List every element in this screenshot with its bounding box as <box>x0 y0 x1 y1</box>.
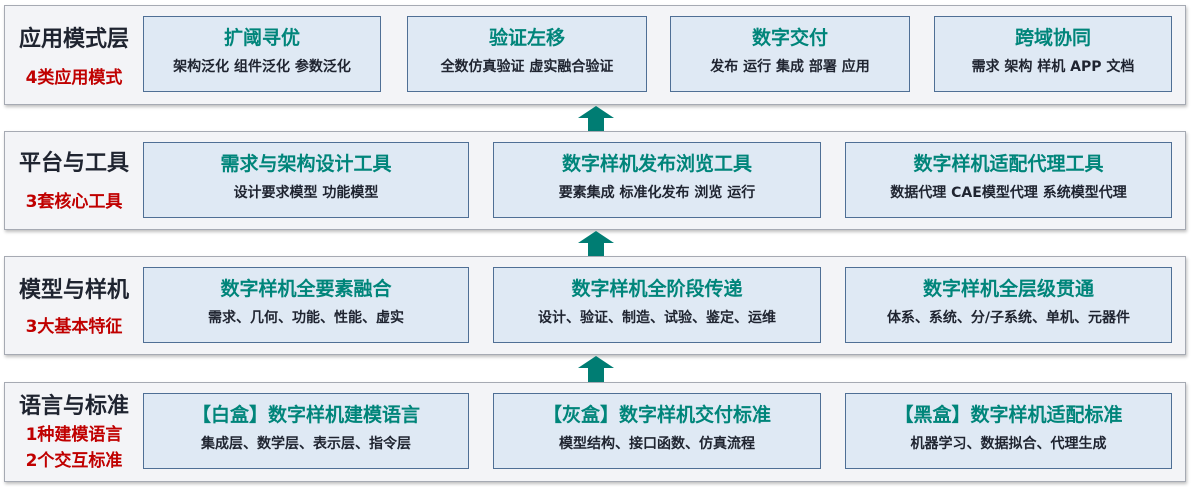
box-subtitle: 设计、验证、制造、试验、鉴定、运维 <box>538 310 776 326</box>
box-subtitle: 体系、系统、分/子系统、单机、元器件 <box>886 310 1131 326</box>
box-title: 跨域协同 <box>1014 27 1091 49</box>
layer-title: 模型与样机 <box>18 278 129 303</box>
up-arrow-icon <box>578 231 614 257</box>
layer-platform-tools: 平台与工具 3套核心工具 需求与架构设计工具 设计要求模型 功能模型 数字样机发… <box>4 131 1186 230</box>
box-standard-1: 【白盒】数字样机建模语言 集成层、数学层、表示层、指令层 <box>143 393 469 469</box>
box-title: 数字样机全阶段传递 <box>571 278 743 300</box>
box-subtitle: 需求 架构 样机 APP 文档 <box>971 59 1135 75</box>
layer-title: 应用模式层 <box>18 27 129 52</box>
box-tool-2: 数字样机发布浏览工具 要素集成 标准化发布 浏览 运行 <box>493 142 821 218</box>
box-title: 验证左移 <box>488 27 565 49</box>
layer-subtitle: 4类应用模式 <box>25 68 123 88</box>
box-title: 数字样机发布浏览工具 <box>561 153 752 175</box>
box-tool-3: 数字样机适配代理工具 数据代理 CAE模型代理 系统模型代理 <box>845 142 1172 218</box>
up-arrow-icon <box>578 106 614 132</box>
box-subtitle: 要素集成 标准化发布 浏览 运行 <box>558 185 756 201</box>
box-title: 数字样机全要素融合 <box>220 278 392 300</box>
box-standard-3: 【黑盒】数字样机适配标准 机器学习、数据拟合、代理生成 <box>845 393 1172 469</box>
layer-application: 应用模式层 4类应用模式 扩阈寻优 架构泛化 组件泛化 参数泛化 验证左移 全数… <box>4 5 1186 105</box>
box-standard-2: 【灰盒】数字样机交付标准 模型结构、接口函数、仿真流程 <box>493 393 821 469</box>
box-title: 数字样机适配代理工具 <box>913 153 1104 175</box>
layer-title: 平台与工具 <box>18 151 129 176</box>
box-subtitle: 设计要求模型 功能模型 <box>233 185 379 201</box>
box-subtitle: 模型结构、接口函数、仿真流程 <box>559 436 755 452</box>
box-feature-3: 数字样机全层级贯通 体系、系统、分/子系统、单机、元器件 <box>845 267 1172 343</box>
up-arrow-icon <box>578 356 614 382</box>
box-app-mode-2: 验证左移 全数仿真验证 虚实融合验证 <box>407 16 647 92</box>
box-tool-1: 需求与架构设计工具 设计要求模型 功能模型 <box>143 142 469 218</box>
box-subtitle: 数据代理 CAE模型代理 系统模型代理 <box>890 185 1127 201</box>
box-feature-1: 数字样机全要素融合 需求、几何、功能、性能、虚实 <box>143 267 469 343</box>
box-title: 需求与架构设计工具 <box>220 153 392 175</box>
box-subtitle: 发布 运行 集成 部署 应用 <box>710 59 870 75</box>
layer-subtitle: 1种建模语言 <box>25 425 123 445</box>
layer-language-standards: 语言与标准 1种建模语言 2个交互标准 【白盒】数字样机建模语言 集成层、数学层… <box>4 382 1186 482</box>
box-title: 【灰盒】数字样机交付标准 <box>542 404 771 426</box>
layer-subtitle: 3大基本特征 <box>25 317 123 337</box>
layer-model-prototype: 模型与样机 3大基本特征 数字样机全要素融合 需求、几何、功能、性能、虚实 数字… <box>4 256 1186 355</box>
box-title: 数字样机全层级贯通 <box>922 278 1094 300</box>
layer-title: 语言与标准 <box>18 394 129 419</box>
layer-subtitle: 3套核心工具 <box>25 192 123 212</box>
box-title: 【白盒】数字样机建模语言 <box>191 404 420 426</box>
box-subtitle: 集成层、数学层、表示层、指令层 <box>201 436 411 452</box>
box-subtitle: 需求、几何、功能、性能、虚实 <box>208 310 404 326</box>
box-subtitle: 全数仿真验证 虚实融合验证 <box>440 59 614 75</box>
box-feature-2: 数字样机全阶段传递 设计、验证、制造、试验、鉴定、运维 <box>493 267 821 343</box>
box-title: 扩阈寻优 <box>223 27 300 49</box>
box-app-mode-3: 数字交付 发布 运行 集成 部署 应用 <box>670 16 910 92</box>
box-app-mode-4: 跨域协同 需求 架构 样机 APP 文档 <box>934 16 1172 92</box>
box-title: 数字交付 <box>751 27 828 49</box>
box-subtitle: 机器学习、数据拟合、代理生成 <box>910 436 1107 452</box>
box-app-mode-1: 扩阈寻优 架构泛化 组件泛化 参数泛化 <box>143 16 381 92</box>
layer-subtitle-2: 2个交互标准 <box>25 451 123 471</box>
box-subtitle: 架构泛化 组件泛化 参数泛化 <box>173 59 351 75</box>
box-title: 【黑盒】数字样机适配标准 <box>894 404 1123 426</box>
